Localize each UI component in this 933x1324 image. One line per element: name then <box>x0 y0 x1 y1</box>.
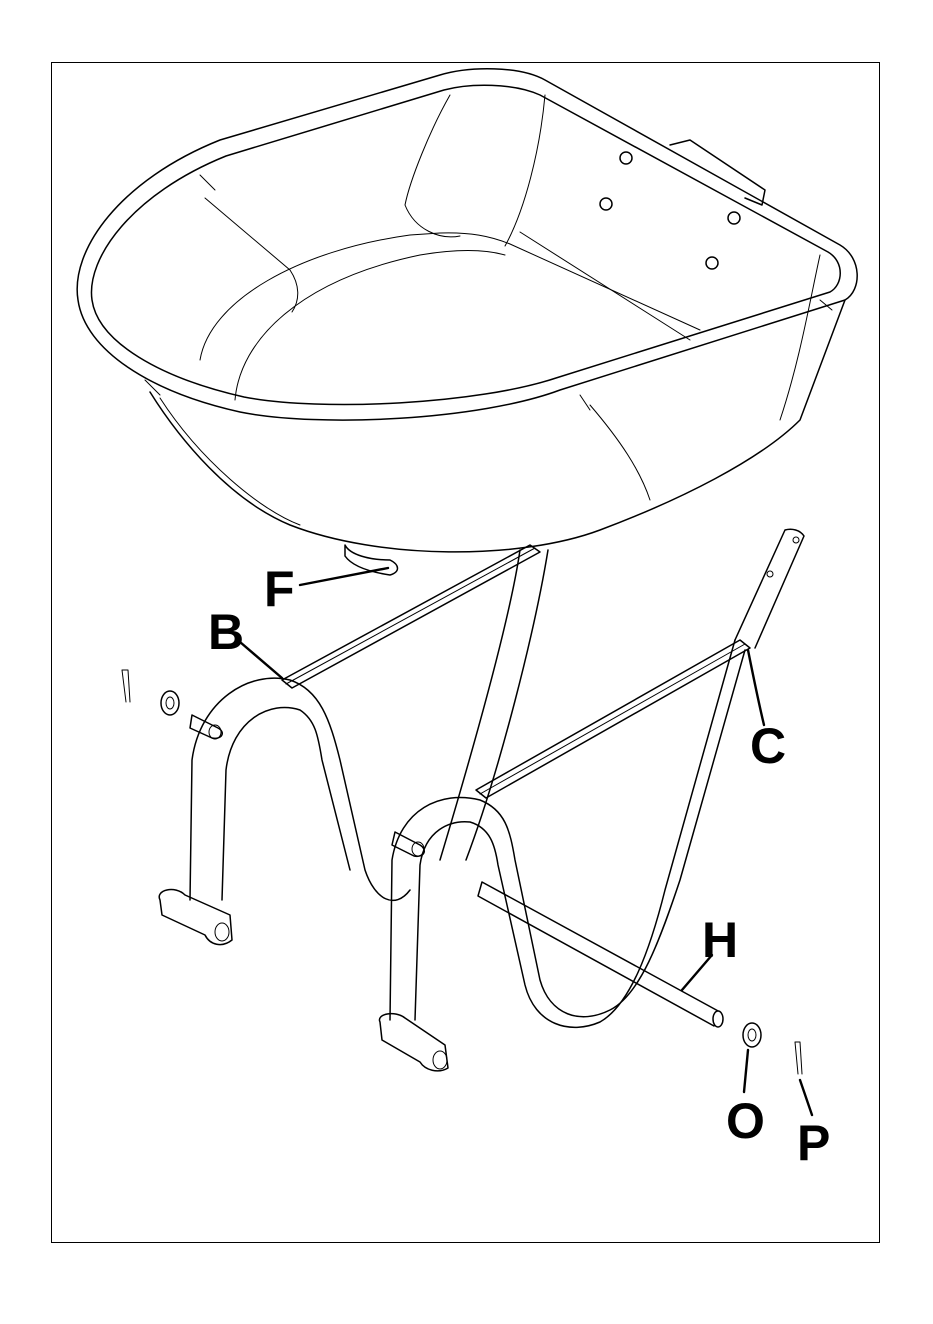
label-B: B <box>208 604 244 660</box>
part-labels: F B C H O P <box>208 561 830 1171</box>
leader-F <box>300 568 388 585</box>
leader-B <box>240 642 282 678</box>
leader-C <box>748 650 764 725</box>
leader-P <box>800 1080 812 1115</box>
tray <box>77 69 857 575</box>
leader-O <box>744 1050 748 1092</box>
label-F: F <box>264 561 295 617</box>
label-P: P <box>797 1115 830 1171</box>
label-H: H <box>702 912 738 968</box>
label-O: O <box>726 1093 765 1149</box>
leader-lines <box>240 568 812 1115</box>
label-C: C <box>750 718 786 774</box>
